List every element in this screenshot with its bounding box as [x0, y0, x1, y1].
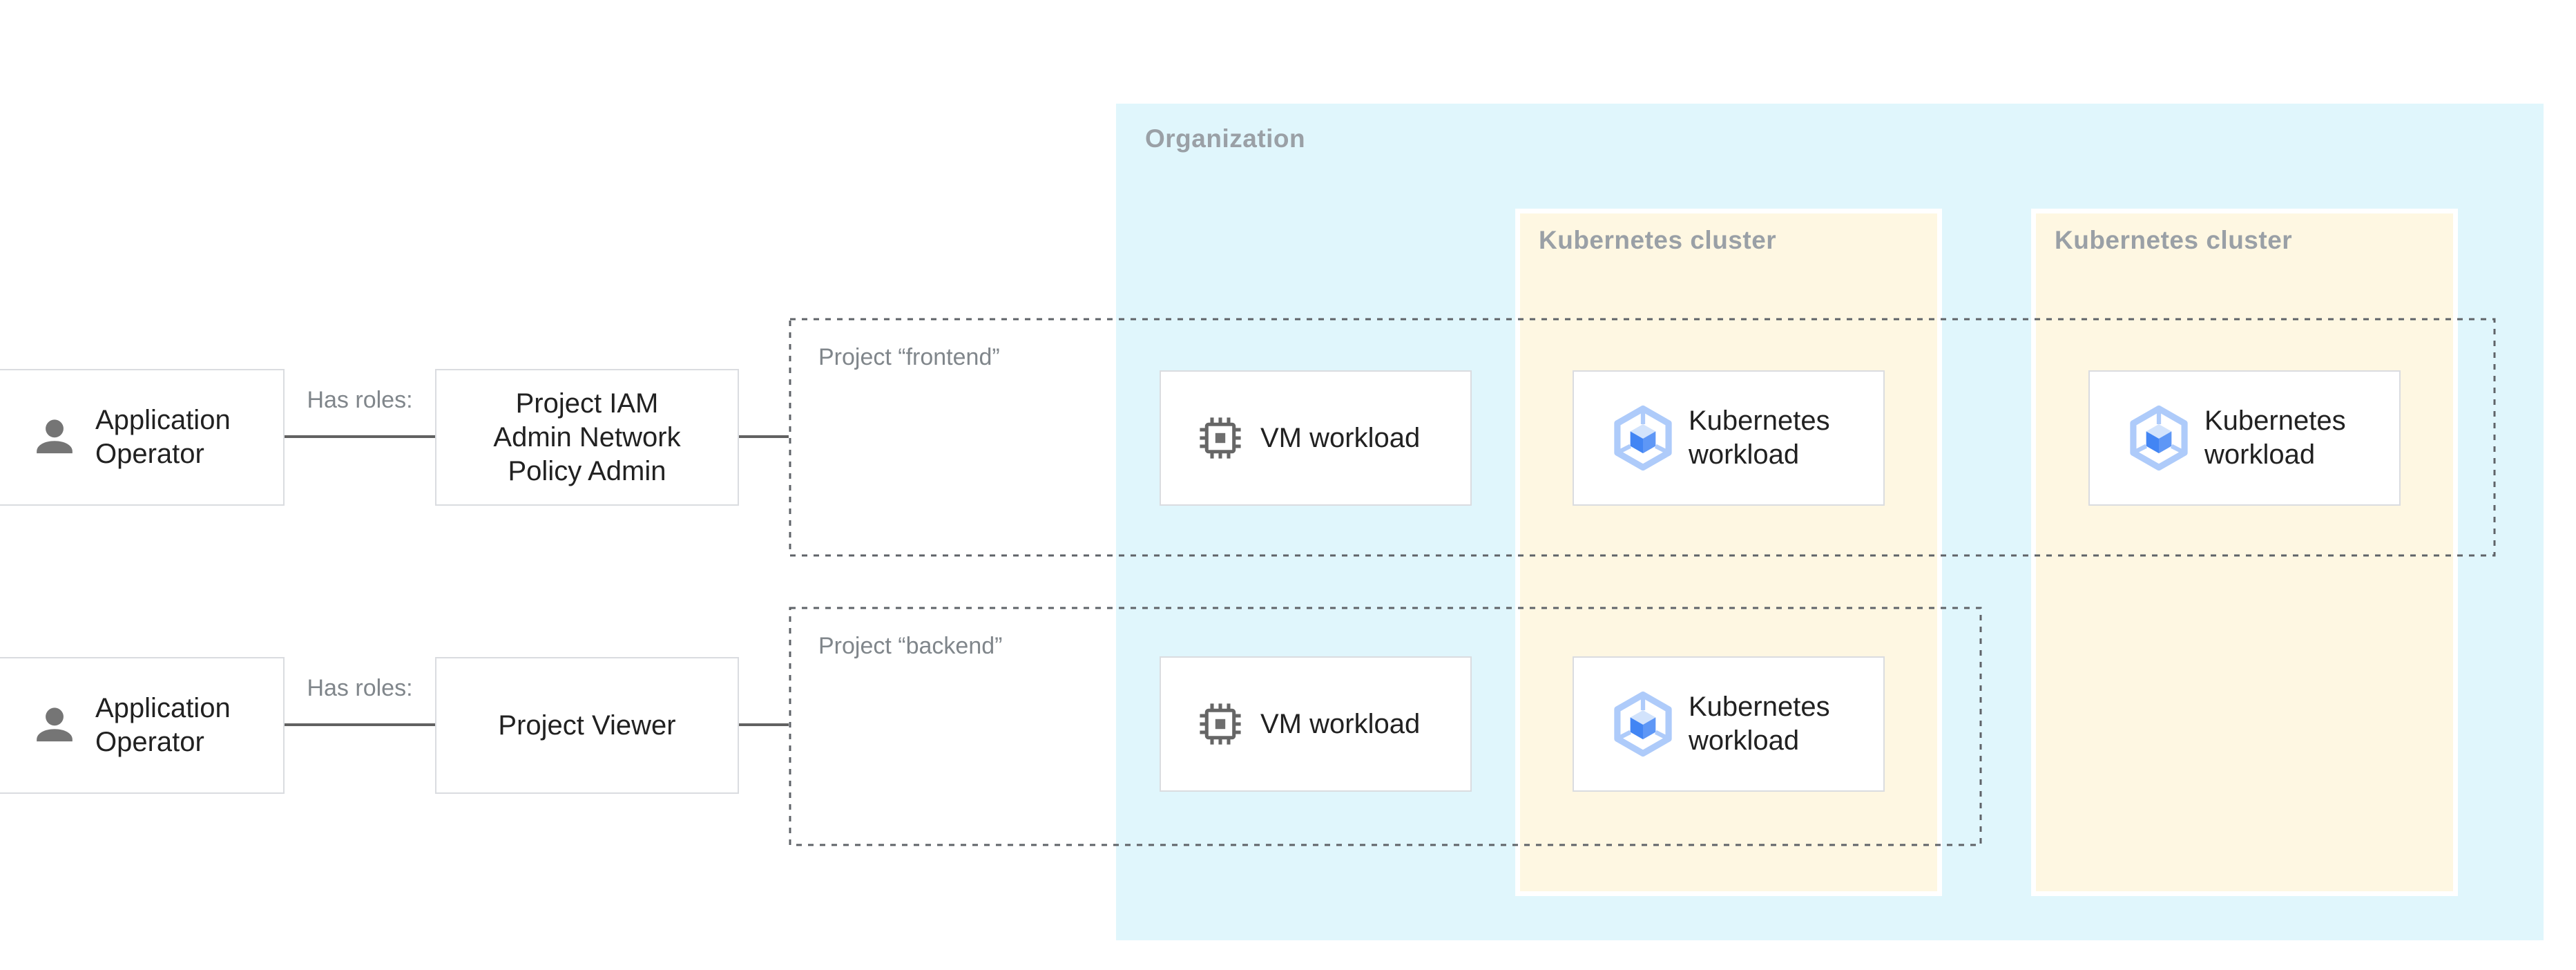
project-backend-boundary [789, 607, 1982, 846]
kubernetes-cluster-2: Kubernetes cluster [2031, 209, 2458, 896]
gke-hexagon-icon [2124, 403, 2193, 473]
gke-hexagon-icon [1608, 690, 1678, 759]
role-project-viewer: Project Viewer [435, 657, 739, 794]
workload-kubernetes-frontend-cluster-1: Kubernetes workload [1573, 370, 1885, 506]
actor-label: Application Operator [95, 405, 231, 469]
project-backend-label: Project “backend” [818, 633, 1003, 659]
person-icon [32, 415, 77, 460]
workload-label: Kubernetes workload [2204, 406, 2346, 470]
workload-vm-frontend: VM workload [1160, 370, 1472, 506]
actor-label: Application Operator [95, 693, 231, 757]
workload-kubernetes-backend: Kubernetes workload [1573, 656, 1885, 792]
connector-actor-role-2 [285, 723, 435, 726]
kubernetes-cluster-1-label: Kubernetes cluster [1539, 226, 1777, 254]
workload-vm-backend: VM workload [1160, 656, 1472, 792]
workload-label: VM workload [1260, 422, 1421, 453]
workload-kubernetes-frontend-cluster-2: Kubernetes workload [2088, 370, 2401, 506]
role-label: Project IAM Admin Network Policy Admin [493, 388, 681, 486]
vm-chip-icon [1198, 416, 1242, 460]
connector-role-project-frontend [739, 435, 789, 438]
workload-label: VM workload [1260, 708, 1421, 739]
project-frontend-boundary [789, 318, 2496, 557]
workload-label: Kubernetes workload [1689, 406, 1830, 470]
workload-label: Kubernetes workload [1689, 692, 1830, 756]
connector-role-project-backend [739, 723, 789, 726]
has-roles-label-2: Has roles: [307, 675, 413, 701]
connector-actor-role-1 [285, 435, 435, 438]
role-project-iam-admin-network-policy-admin: Project IAM Admin Network Policy Admin [435, 369, 739, 506]
gke-hexagon-icon [1608, 403, 1678, 473]
vm-chip-icon [1198, 702, 1242, 746]
actor-application-operator-1: Application Operator [0, 369, 285, 506]
role-label: Project Viewer [498, 710, 676, 741]
kubernetes-cluster-2-label: Kubernetes cluster [2055, 226, 2293, 254]
has-roles-label-1: Has roles: [307, 387, 413, 413]
person-icon [32, 703, 77, 748]
organization-label: Organization [1145, 124, 1306, 153]
project-frontend-label: Project “frontend” [818, 344, 1000, 370]
actor-application-operator-2: Application Operator [0, 657, 285, 794]
